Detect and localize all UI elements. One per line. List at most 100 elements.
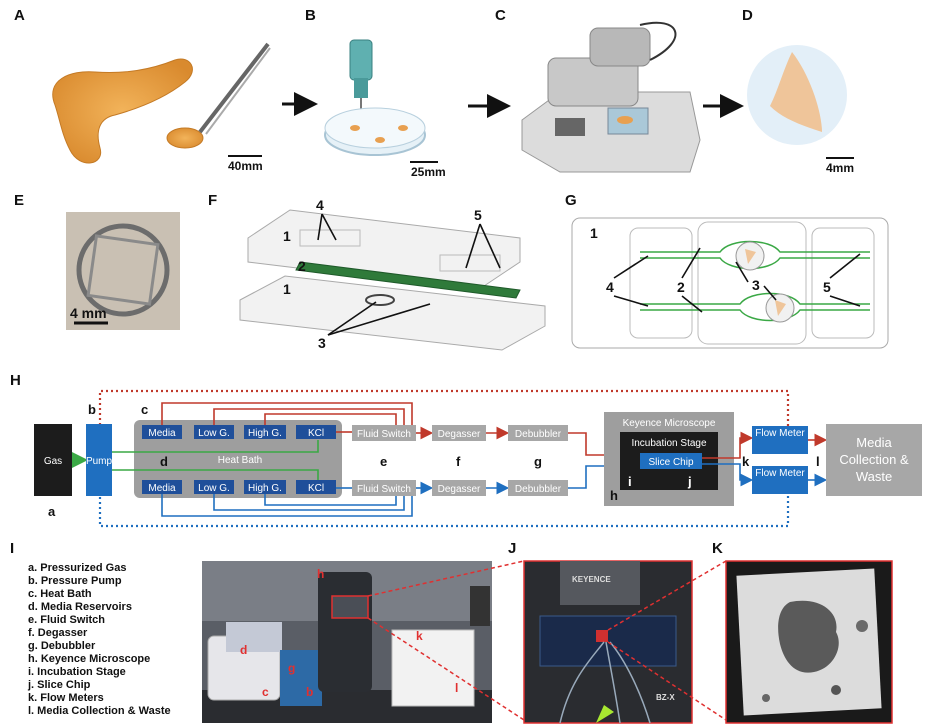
red-dotted-feedback [98,389,790,430]
legend-item-l: l. Media Collection & Waste [28,705,171,717]
letter-b: b [88,402,96,417]
lab-setup-photo [202,561,492,723]
g-num-1: 1 [590,225,598,241]
tissue-slice-illustration [747,45,847,145]
scale-label-a: 40mm [228,159,263,173]
legend-item-h: h. Keyence Microscope [28,653,150,665]
pump-box [86,424,112,496]
green-line-top [112,440,319,453]
letter-c: c [141,402,148,417]
letter-e: e [380,454,387,469]
panel-label-g: G [565,192,577,209]
panel-label-c: C [495,7,506,24]
keyence-label: Keyence Microscope [623,418,716,429]
pump-label: Pump [86,456,113,467]
fluid-switch-bottom-label: Fluid Switch [357,484,411,495]
photo-label-d: d [240,643,247,657]
res-media-top: Media [148,428,176,439]
photo-label-h: h [317,567,324,581]
f-num-2: 2 [298,258,306,274]
collection-label: Media Collection & Waste [839,435,909,484]
slice-chip-label: Slice Chip [648,457,693,468]
photo-label-g: g [288,661,295,675]
blue-reservoir-lines [161,487,413,517]
panel-label-f: F [208,192,217,209]
legend-item-f: f. Degasser [28,627,88,639]
letter-g: g [534,454,542,469]
scale-label-b: 25mm [411,165,446,179]
scale-label-d: 4mm [826,161,854,175]
photo-label-k: k [416,629,423,643]
debubbler-bottom [508,480,568,496]
f-num-4: 4 [316,197,324,213]
j-model-text: BZ-X [656,693,675,702]
blue-chip-to-meter [702,463,754,487]
legend-item-k: k. Flow Meters [28,692,104,704]
fluid-switch-top [352,425,416,441]
heat-bath-label: Heat Bath [218,455,262,466]
microscope-stage-photo [523,560,693,724]
legend-list: a. Pressurized Gas b. Pressure Pump c. H… [27,562,171,717]
chip-exploded-view [239,209,546,351]
letter-i: i [628,474,632,489]
debubbler-top [508,425,568,441]
photo-label-b: b [306,685,313,699]
legend-item-b: b. Pressure Pump [28,575,122,587]
res-media-bottom: Media [148,483,176,494]
debubbler-bottom-label: Debubbler [515,484,562,495]
gas-label: Gas [44,456,62,467]
g-num-5: 5 [823,279,831,295]
res-lowg-top: Low G. [198,428,230,439]
degasser-bottom-label: Degasser [438,484,481,495]
vibratome-illustration [521,21,701,173]
legend-item-i: i. Incubation Stage [28,666,126,678]
slice-chip-box [640,453,702,469]
fluid-switch-bottom [352,480,416,496]
zoom-lines-i-j [367,560,525,721]
letter-k: k [742,454,750,469]
letter-h: h [610,488,618,503]
letter-f: f [456,454,461,469]
g-num-2: 2 [677,279,685,295]
panel-label-e: E [14,192,24,209]
f-num-3: 3 [318,335,326,351]
legend-item-j: j. Slice Chip [27,679,91,691]
flow-meter-bottom [752,466,808,494]
res-kcl-top: KCl [308,428,324,439]
tissue-micrograph [725,560,893,724]
petri-dish-illustration [324,39,426,156]
red-reservoir-lines [161,402,413,433]
reservoirs-bottom: Media Low G. High G. KCl [142,480,336,494]
letter-l: l [816,454,820,469]
degasser-top-label: Degasser [438,429,481,440]
panel-label-k: K [712,540,723,557]
g-num-3: 3 [752,277,760,293]
legend-item-g: g. Debubbler [28,640,96,652]
res-highg-bottom: High G. [248,483,282,494]
legend-item-c: c. Heat Bath [28,588,92,600]
gas-box [34,424,72,496]
panel-label-i: I [10,540,14,557]
chip-top-view [571,217,889,349]
green-line-bottom [112,469,319,480]
debubbler-top-label: Debubbler [515,429,562,440]
f-num-1-bottom: 1 [283,281,291,297]
fluid-switch-top-label: Fluid Switch [357,429,411,440]
panel-label-a: A [14,7,25,24]
panel-label-b: B [305,7,316,24]
degasser-top [432,425,486,441]
reservoirs-top: Media Low G. High G. KCl [142,425,336,439]
heat-bath-box [134,420,342,498]
photo-label-l: l [455,681,458,695]
res-highg-top: High G. [248,428,282,439]
f-num-5: 5 [474,207,482,223]
red-chip-to-meter [702,431,754,459]
degasser-bottom [432,480,486,496]
zoom-lines-j-k [607,560,727,721]
legend-item-e: e. Fluid Switch [28,614,105,626]
g-pointer-lines [613,247,861,313]
letter-a: a [48,504,56,519]
f-num-1-top: 1 [283,228,291,244]
forceps-icon [198,42,271,135]
